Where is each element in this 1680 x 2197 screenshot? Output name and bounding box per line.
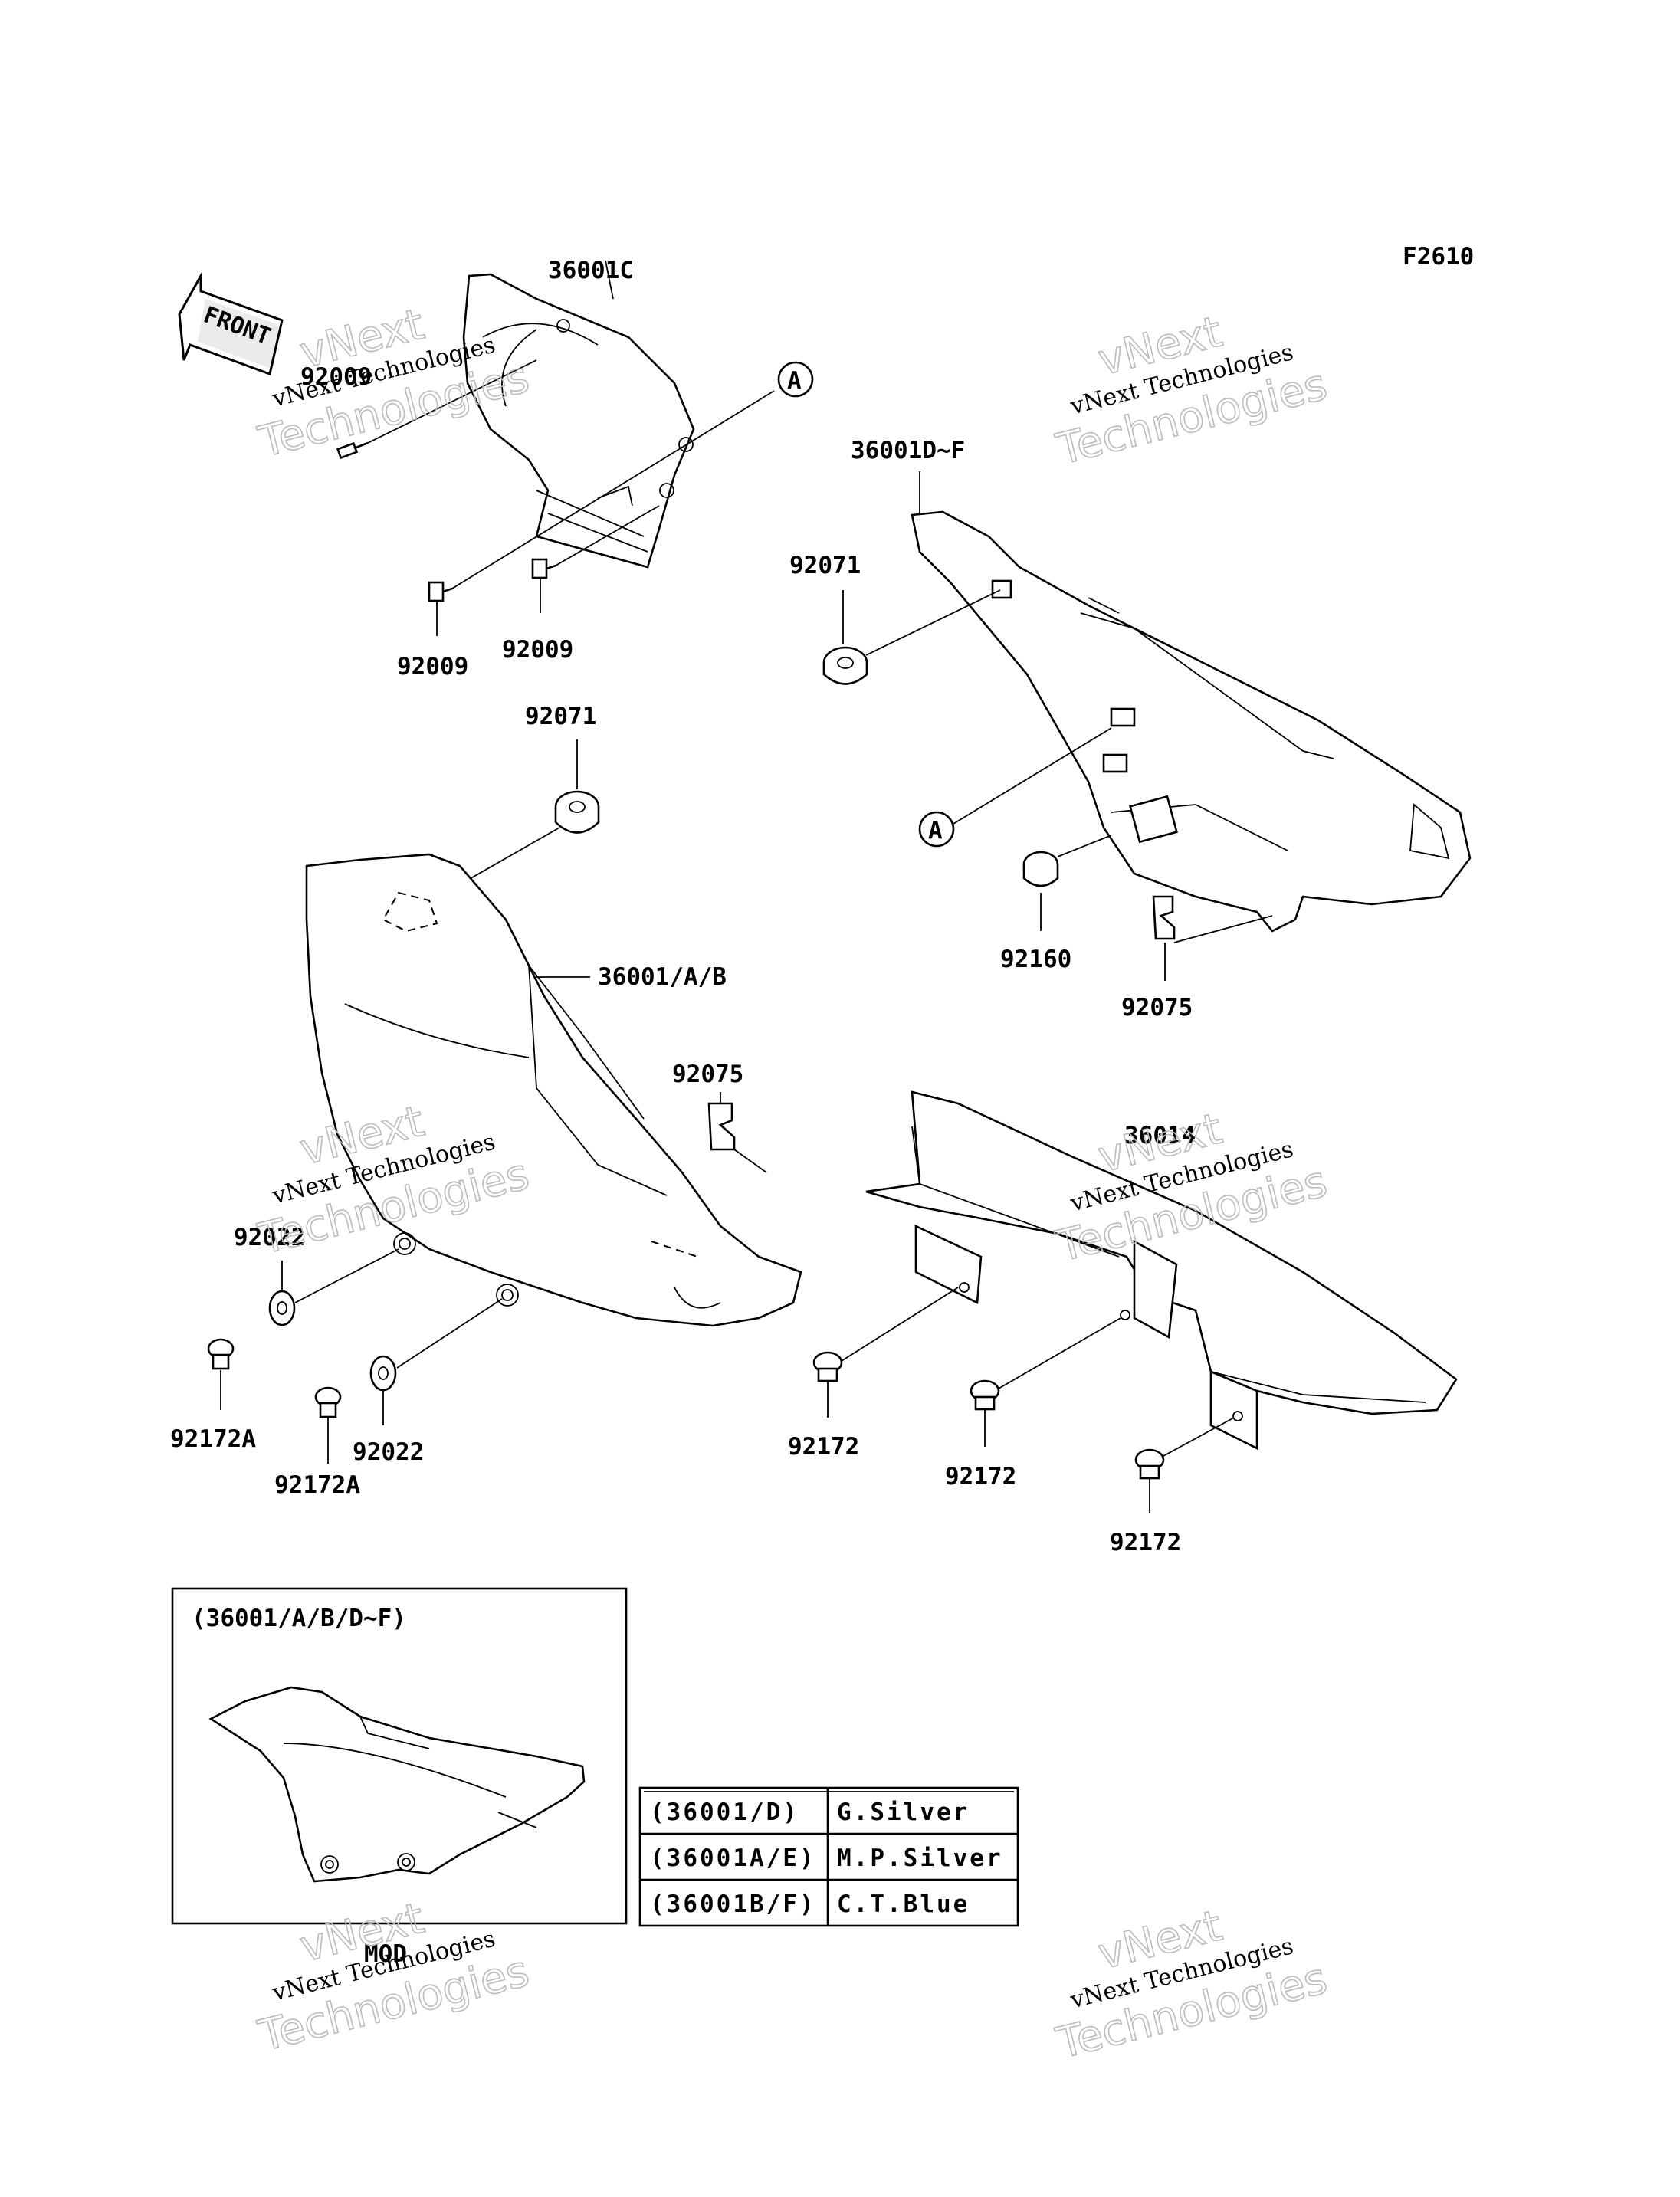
bolt-92172-right: [1134, 1448, 1165, 1480]
callout-92071-right: 92071: [789, 552, 861, 579]
bolt-92172a-right: [314, 1386, 342, 1418]
callout-36001d-f: 36001D~F: [851, 437, 965, 464]
callout-92009-top: 92009: [300, 363, 372, 391]
bolt-92172-middle: [970, 1379, 1000, 1411]
callout-92009-right: 92009: [502, 636, 573, 664]
grommet-92071-left: [554, 790, 600, 834]
callout-92075-right: 92075: [1121, 994, 1193, 1021]
damper-92160: [1022, 851, 1059, 887]
callout-92009-left: 92009: [397, 653, 468, 680]
color-table-color-2: C.T.Blue: [837, 1890, 970, 1918]
color-table-code-2: (36001B/F): [650, 1890, 816, 1918]
color-table-color-0: G.Silver: [837, 1799, 970, 1826]
ref-marker-a-top: A: [777, 361, 814, 398]
watermark-top-right: vNext vNext Technologies Technologies: [1051, 307, 1332, 476]
side-cover-36001-a-b: [305, 853, 802, 1327]
callout-92172-middle: 92172: [945, 1463, 1016, 1490]
sprocket-cover-36001c: [462, 273, 695, 569]
inset-side-cover: [208, 1686, 586, 1883]
bolt-92009-top: [336, 441, 369, 460]
side-cover-36001d-f: [911, 510, 1472, 933]
grommet-92071-right: [822, 646, 868, 685]
inset-title: (36001/A/B/D~F): [192, 1605, 406, 1632]
inset-caption: MOD: [364, 1940, 407, 1968]
callout-92172-left: 92172: [788, 1433, 859, 1461]
color-table-code-0: (36001/D): [650, 1799, 799, 1826]
callout-92075-left: 92075: [672, 1061, 743, 1088]
watermark-bottom-right: vNext vNext Technologies Technologies: [1051, 1900, 1332, 2070]
color-table-color-1: M.P.Silver: [837, 1844, 1003, 1872]
chain-cover-36014: [865, 1090, 1458, 1451]
callout-92172-right: 92172: [1110, 1529, 1181, 1556]
diagram-code: F2610: [1403, 243, 1474, 271]
bolt-92009-left: [428, 581, 453, 602]
washer-92022-lower: [369, 1355, 397, 1392]
callout-92071-left: 92071: [525, 703, 596, 730]
bolt-92172a-left: [207, 1338, 235, 1370]
bolt-92009-right: [531, 558, 556, 579]
svg-text:A: A: [787, 367, 802, 395]
clip-92075-left: [707, 1102, 736, 1151]
clip-92075-right: [1152, 895, 1176, 940]
ref-marker-a-middle: A: [918, 811, 955, 848]
callout-36001-a-b: 36001/A/B: [598, 963, 727, 991]
callout-92022-upper: 92022: [234, 1224, 305, 1251]
callout-92022-lower: 92022: [353, 1438, 424, 1466]
callout-36014: 36014: [1124, 1122, 1196, 1149]
callout-92172a-right: 92172A: [274, 1471, 360, 1499]
inset-panel: (36001/A/B/D~F): [171, 1587, 628, 1925]
color-table-code-1: (36001A/E): [650, 1844, 816, 1872]
washer-92022-upper: [268, 1290, 296, 1326]
callout-36001c: 36001C: [548, 257, 634, 284]
callout-92160: 92160: [1000, 946, 1071, 973]
callout-92172a-left: 92172A: [170, 1425, 256, 1453]
color-table: (36001/D) G.Silver (36001A/E) M.P.Silver…: [638, 1786, 1019, 1927]
svg-text:A: A: [928, 817, 943, 844]
front-arrow-icon: FRONT: [178, 271, 284, 375]
bolt-92172-left: [812, 1351, 843, 1382]
